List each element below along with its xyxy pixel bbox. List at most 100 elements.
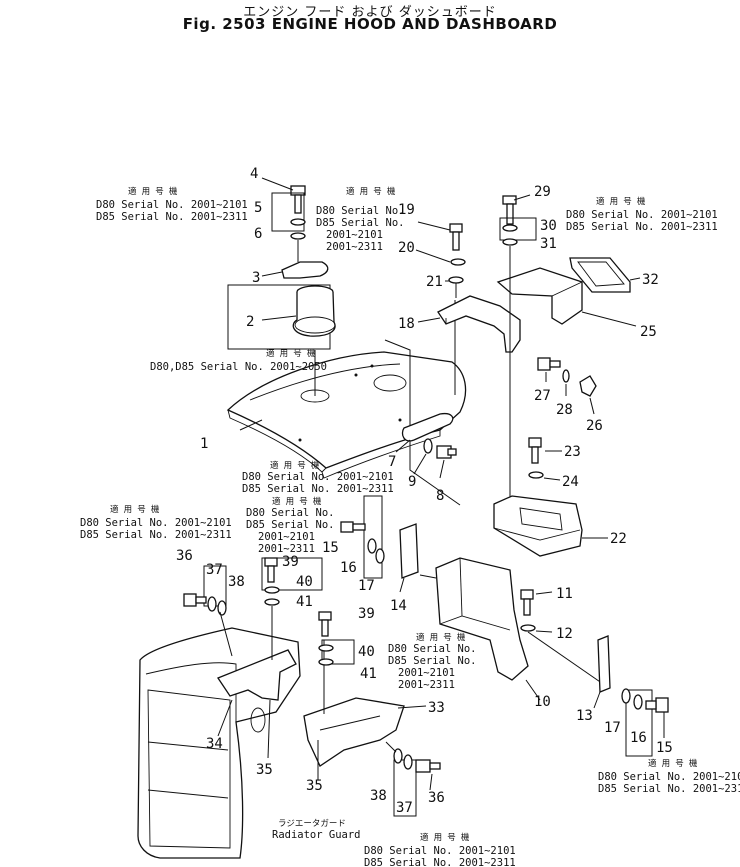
bolt-part-23 xyxy=(528,437,542,464)
callout-36-left: 36 xyxy=(176,548,193,564)
washer-part-6 xyxy=(290,232,306,240)
bolt-part-4 xyxy=(290,185,306,214)
washer-part-16-right xyxy=(633,694,643,710)
svg-text:D80 Serial No. 2001~2101: D80 Serial No. 2001~2101 xyxy=(80,517,232,529)
callout-11: 11 xyxy=(556,586,573,602)
washer-part-20 xyxy=(450,258,466,266)
svg-text:D80,D85 Serial No. 2001~2050: D80,D85 Serial No. 2001~2050 xyxy=(150,361,327,373)
svg-text:D85 Serial No.: D85 Serial No. xyxy=(316,217,405,229)
svg-text:D85 Serial No. 2001~2311: D85 Serial No. 2001~2311 xyxy=(364,857,516,867)
bolt-part-15-upper xyxy=(340,521,366,533)
serial-note-group-j: 適 用 号 機 D80 Serial No. 2001~2101 D85 Ser… xyxy=(364,832,516,867)
callout-12: 12 xyxy=(556,626,573,642)
callout-36-bottom: 36 xyxy=(428,790,445,806)
cover-part-32 xyxy=(569,257,631,293)
callout-13: 13 xyxy=(576,708,593,724)
svg-text:D80 Serial No. 2001~2101: D80 Serial No. 2001~2101 xyxy=(96,199,248,211)
serial-note-group-e: 適 用 号 機 D80 Serial No. 2001~2101 D85 Ser… xyxy=(242,460,394,495)
figure-title: Fig. 2503 ENGINE HOOD AND DASHBOARD xyxy=(182,15,558,33)
plug-part-26 xyxy=(579,375,597,397)
callout-31: 31 xyxy=(540,236,557,252)
bolt-part-11 xyxy=(520,589,534,616)
figure-title-japanese: エンジン フード および ダッシュボード xyxy=(243,5,497,20)
bolt-part-15-right xyxy=(645,697,669,713)
washer-part-5 xyxy=(290,218,306,226)
callout-35-right: 35 xyxy=(306,778,323,794)
callout-17-right: 17 xyxy=(604,720,621,736)
callout-25: 25 xyxy=(640,324,657,340)
callout-6: 6 xyxy=(254,226,262,242)
svg-text:D80 Serial No.: D80 Serial No. xyxy=(246,507,335,519)
callout-14: 14 xyxy=(390,598,407,614)
serial-note-group-a: 適 用 号 機 D80 Serial No. 2001~2101 D85 Ser… xyxy=(96,186,248,223)
washer-part-17-upper xyxy=(375,548,385,564)
washer-part-17-right xyxy=(621,688,631,704)
bracket-part-3 xyxy=(281,261,329,279)
svg-text:D85 Serial No. 2001~2311: D85 Serial No. 2001~2311 xyxy=(566,221,718,233)
svg-text:D80 Serial No. 2001~2101: D80 Serial No. 2001~2101 xyxy=(566,209,718,221)
washer-part-28 xyxy=(562,369,570,383)
washer-group-box xyxy=(271,192,305,232)
svg-text:2001~2311: 2001~2311 xyxy=(258,543,315,555)
washer-part-31 xyxy=(502,238,518,246)
svg-text:2001~2101: 2001~2101 xyxy=(258,531,315,543)
svg-text:適 用 号 機: 適 用 号 機 xyxy=(648,758,698,769)
svg-text:D85 Serial No. 2001~2311: D85 Serial No. 2001~2311 xyxy=(598,783,740,795)
svg-text:D80 Serial No. 2001~2101: D80 Serial No. 2001~2101 xyxy=(598,771,740,783)
callout-28: 28 xyxy=(556,402,573,418)
svg-text:D80 Serial No.: D80 Serial No. xyxy=(316,205,405,217)
callout-41-lower: 41 xyxy=(360,666,377,682)
svg-text:適 用 号 機: 適 用 号 機 xyxy=(596,196,646,207)
panel-part-25 xyxy=(496,267,583,325)
washer-part-24 xyxy=(528,471,544,479)
bracket-part-7 xyxy=(401,412,454,442)
callout-16-upper: 16 xyxy=(340,560,357,576)
callout-17-upper: 17 xyxy=(358,578,375,594)
fastener-group-box-40 xyxy=(321,639,355,665)
bolt-part-29 xyxy=(502,195,517,225)
callout-1: 1 xyxy=(200,436,208,452)
serial-note-group-f: 適 用 号 機 D80 Serial No. D85 Serial No. 20… xyxy=(246,496,335,555)
svg-text:適 用 号 機: 適 用 号 機 xyxy=(110,504,160,515)
washer-part-21 xyxy=(448,276,464,284)
serial-note-group-g: 適 用 号 機 D80 Serial No. 2001~2101 D85 Ser… xyxy=(80,504,232,541)
callout-24: 24 xyxy=(562,474,579,490)
fastener-group-box-upper xyxy=(363,495,383,579)
fastener-group-box-39 xyxy=(261,557,323,591)
svg-text:ラジエータガード: ラジエータガード xyxy=(278,818,346,829)
callout-35-left: 35 xyxy=(256,762,273,778)
washer-part-41-upper xyxy=(264,598,280,606)
callout-37-left: 37 xyxy=(206,562,223,578)
washer-part-40-upper xyxy=(264,586,280,594)
svg-text:適 用 号 機: 適 用 号 機 xyxy=(272,496,322,507)
callout-numbers: 1 2 3 4 5 6 7 8 9 10 11 12 13 14 15 16 1… xyxy=(176,166,673,816)
callout-26: 26 xyxy=(586,418,603,434)
serial-note-group-i: 適 用 号 機 D80 Serial No. 2001~2101 D85 Ser… xyxy=(598,758,740,795)
bolt-part-19 xyxy=(449,223,463,251)
radiator-guard-label: ラジエータガード Radiator Guard xyxy=(272,818,361,841)
callout-15-upper: 15 xyxy=(322,540,339,556)
callout-40-upper: 40 xyxy=(296,574,313,590)
svg-text:D80 Serial No. 2001~2101: D80 Serial No. 2001~2101 xyxy=(364,845,516,857)
callout-7: 7 xyxy=(388,454,396,470)
callout-29: 29 xyxy=(534,184,551,200)
serial-note-group-c: 適 用 号 機 D80 Serial No. 2001~2101 D85 Ser… xyxy=(566,196,718,233)
svg-text:適 用 号 機: 適 用 号 機 xyxy=(416,632,466,643)
svg-text:2001~2101: 2001~2101 xyxy=(326,229,383,241)
callout-34: 34 xyxy=(206,736,223,752)
bolt-part-39-lower xyxy=(318,611,332,637)
callout-19: 19 xyxy=(398,202,415,218)
callout-32: 32 xyxy=(642,272,659,288)
bracket-part-18 xyxy=(437,295,521,353)
washer-part-40-lower xyxy=(318,644,334,652)
bolt-part-39-upper xyxy=(264,557,278,583)
frame-part-10 xyxy=(435,557,529,681)
svg-text:2001~2311: 2001~2311 xyxy=(398,679,455,691)
svg-text:D85 Serial No.: D85 Serial No. xyxy=(388,655,477,667)
callout-22: 22 xyxy=(610,531,627,547)
callout-21: 21 xyxy=(426,274,443,290)
bolt-part-36-left xyxy=(183,593,207,607)
callout-27: 27 xyxy=(534,388,551,404)
svg-text:適 用 号 機: 適 用 号 機 xyxy=(346,186,396,197)
